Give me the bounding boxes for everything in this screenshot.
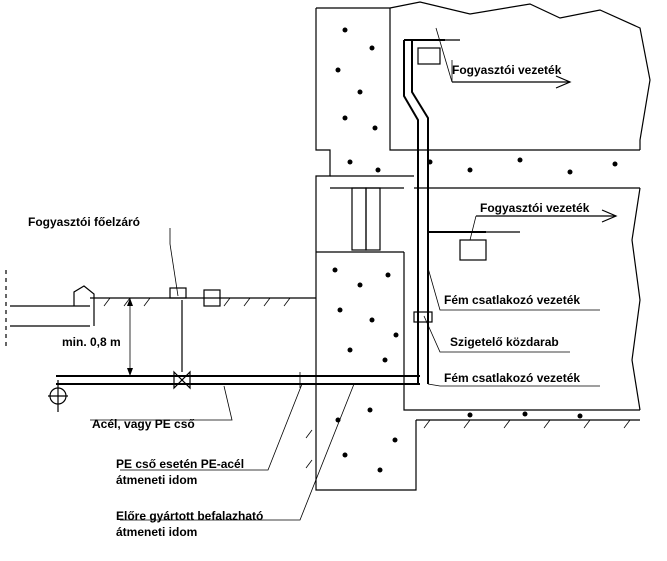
riser-pipe — [403, 40, 433, 384]
label-depth: min. 0,8 m — [62, 335, 121, 349]
foundation-wall — [315, 187, 641, 491]
label-metal-conn-upper: Fém csatlakozó vezeték — [444, 293, 580, 307]
leader-lines — [90, 27, 600, 521]
label-metal-conn-lower: Fém csatlakozó vezeték — [444, 371, 580, 385]
label-pe-transition-2: átmeneti idom — [116, 473, 197, 487]
floor-slab — [330, 149, 640, 189]
label-main-shutoff: Fogyasztói főelzáró — [28, 215, 140, 229]
consumer-arrow-mid — [476, 209, 618, 223]
basement-window — [330, 187, 404, 251]
label-pe-transition-1: PE cső esetén PE-acél — [116, 457, 244, 471]
label-insulator: Szigetelő közdarab — [450, 335, 559, 349]
label-pipe-material: Acél, vagy PE cső — [92, 417, 195, 431]
ground-level — [10, 297, 631, 469]
curb — [5, 270, 95, 350]
middle-meter-icon — [428, 231, 520, 261]
concrete-texture — [332, 27, 618, 473]
label-prefab-2: átmeneti idom — [116, 525, 197, 539]
label-consumer-line-mid: Fogyasztói vezeték — [480, 201, 590, 215]
label-consumer-line-top: Fogyasztói vezeték — [452, 63, 562, 77]
depth-dimension — [127, 298, 133, 376]
shutoff-box — [169, 287, 221, 307]
upper-meter-icon — [404, 39, 460, 65]
upper-wall — [315, 7, 414, 252]
upper-right-rock — [389, 1, 651, 150]
consumer-arrow-top — [452, 75, 572, 89]
shutoff-valve-icon — [173, 300, 191, 390]
label-prefab-1: Előre gyártott befalazható — [116, 509, 263, 523]
main-valve-icon — [48, 380, 68, 412]
service-pipe — [56, 372, 420, 388]
